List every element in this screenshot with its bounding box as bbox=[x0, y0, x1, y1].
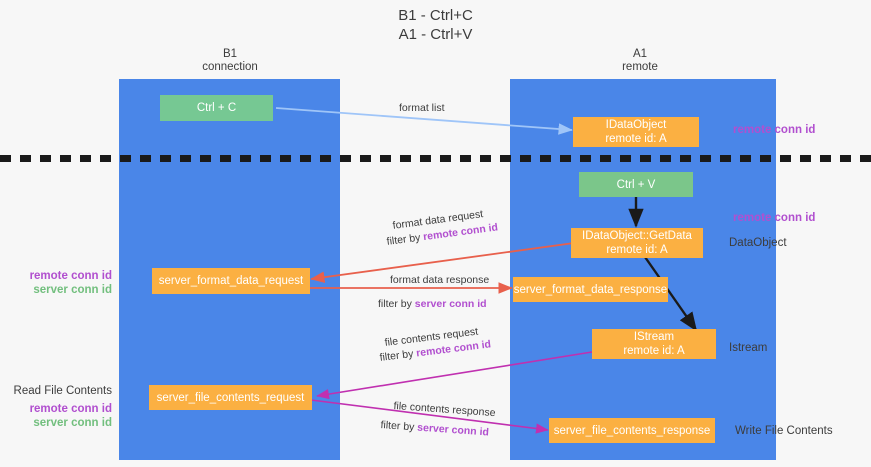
box-idataobject-title: IDataObject bbox=[605, 119, 667, 131]
note-istream: Istream bbox=[729, 342, 768, 354]
box-ctrl-c[interactable]: Ctrl + C bbox=[160, 95, 273, 121]
edge-label-format-data-response: format data response bbox=[390, 274, 490, 286]
filter-server-conn-id-value-2: server conn id bbox=[416, 421, 490, 439]
box-getdata-title: IDataObject::GetData bbox=[582, 230, 692, 242]
filter-server-conn-id-value-1: server conn id bbox=[414, 298, 487, 310]
title-line-1: B1 - Ctrl+C bbox=[398, 7, 473, 24]
column-b1-name: B1 bbox=[222, 48, 238, 60]
note-dataobject: DataObject bbox=[729, 237, 787, 249]
box-idataobject-remote-id: remote id: A bbox=[605, 133, 667, 145]
box-server-format-data-request[interactable]: server_format_data_request bbox=[152, 268, 310, 294]
box-server-file-contents-response[interactable]: server_file_contents_response bbox=[549, 418, 715, 443]
box-server-format-data-request-label: server_format_data_request bbox=[158, 275, 304, 287]
column-b1-role: connection bbox=[202, 61, 258, 73]
note-left-remote-conn-id-1: remote conn id bbox=[29, 270, 112, 282]
box-server-file-contents-response-label: server_file_contents_response bbox=[553, 424, 711, 437]
box-server-format-data-response[interactable]: server_format_data_response bbox=[513, 277, 668, 302]
box-idataobject[interactable]: IDataObject remote id: A bbox=[573, 117, 699, 147]
edge-label-file-contents-response: file contents response bbox=[393, 400, 496, 420]
filter-by-text-1: filter by bbox=[386, 231, 422, 248]
box-idataobject-getdata[interactable]: IDataObject::GetData remote id: A bbox=[571, 228, 703, 258]
filter-by-text-2: filter by bbox=[378, 298, 412, 310]
column-header-b1: B1 connection bbox=[150, 48, 310, 74]
phase-divider bbox=[0, 155, 871, 162]
box-ctrl-v[interactable]: Ctrl + V bbox=[579, 172, 693, 197]
edge-label-filter-server-conn-id-1: filter by server conn id bbox=[378, 298, 487, 311]
note-left-remote-conn-id-2: remote conn id bbox=[29, 403, 112, 415]
title-line-2: A1 - Ctrl+V bbox=[398, 26, 473, 43]
box-istream[interactable]: IStream remote id: A bbox=[592, 329, 716, 359]
column-a1-role: remote bbox=[622, 61, 658, 73]
box-server-format-data-response-label: server_format_data_response bbox=[513, 283, 668, 296]
filter-by-text-4: filter by bbox=[380, 419, 415, 434]
edge-label-filter-server-conn-id-2: filter by server conn id bbox=[380, 419, 489, 440]
edge-label-format-list: format list bbox=[399, 102, 445, 114]
box-istream-title: IStream bbox=[633, 331, 675, 343]
note-left-server-conn-id-2: server conn id bbox=[33, 417, 112, 429]
box-istream-remote-id: remote id: A bbox=[623, 345, 685, 357]
box-ctrl-c-label: Ctrl + C bbox=[196, 102, 237, 114]
note-remote-conn-id-top: remote conn id bbox=[733, 124, 816, 136]
note-remote-conn-id-mid: remote conn id bbox=[733, 212, 816, 224]
page-title: B1 - Ctrl+C A1 - Ctrl+V bbox=[0, 6, 871, 44]
note-read-file-contents: Read File Contents bbox=[13, 385, 112, 397]
column-header-a1: A1 remote bbox=[560, 48, 720, 74]
note-left-server-conn-id-1: server conn id bbox=[33, 284, 112, 296]
box-server-file-contents-request-label: server_file_contents_request bbox=[156, 391, 305, 404]
box-ctrl-v-label: Ctrl + V bbox=[616, 178, 656, 191]
column-a1-name: A1 bbox=[632, 48, 648, 60]
filter-by-text-3: filter by bbox=[379, 347, 415, 364]
box-getdata-remote-id: remote id: A bbox=[606, 244, 668, 256]
note-write-file-contents: Write File Contents bbox=[735, 425, 833, 437]
box-server-file-contents-request[interactable]: server_file_contents_request bbox=[149, 385, 312, 410]
